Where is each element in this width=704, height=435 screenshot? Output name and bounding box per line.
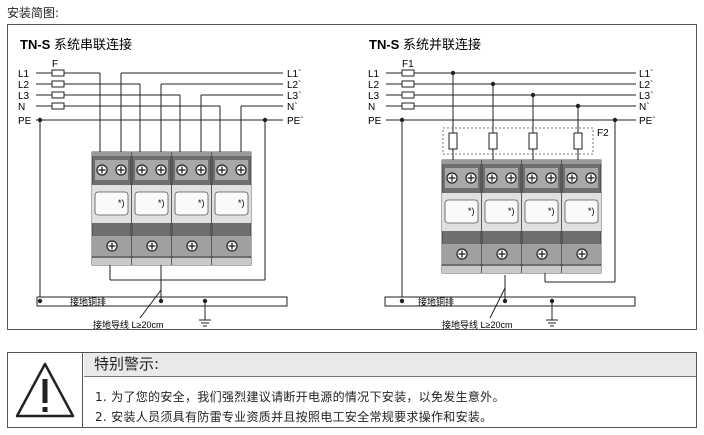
right-label-n-out: N` [639, 101, 650, 113]
right-junctions [399, 70, 618, 123]
warning-icon-cell [7, 352, 83, 428]
svg-text:*): *) [238, 198, 245, 208]
right-label-pe-out: PE` [639, 115, 656, 127]
svg-text:*): *) [508, 206, 515, 216]
left-fuses [51, 69, 65, 110]
right-wires [386, 72, 636, 300]
warning-line-1: 1. 为了您的安全，我们强烈建议请断开电源的情况下安装，以免发生意外。 [95, 390, 505, 404]
right-label-l3: L3 [368, 91, 380, 102]
left-label-l1: L1 [18, 69, 30, 80]
left-label-l3-out: L3` [287, 90, 301, 102]
left-label-n-out: N` [287, 101, 298, 113]
warning-title: 特别警示: [84, 353, 696, 377]
left-title: TN-S 系统串联连接 [20, 37, 132, 52]
left-label-pe-out: PE` [287, 115, 304, 127]
svg-text:*): *) [548, 206, 555, 216]
right-label-pe: PE [368, 116, 382, 127]
diagram-frame [7, 24, 697, 330]
right-busbar-label: 接地铜排 [418, 296, 454, 307]
parallel-connection-diagram: TN-S 系统并联连接 F1 L1 L2 L3 N PE L1` L2` L3`… [368, 37, 656, 330]
left-label-l2: L2 [18, 80, 30, 91]
warning-panel [7, 352, 697, 428]
left-busbar-label: 接地铜排 [70, 296, 106, 307]
right-title: TN-S 系统并联连接 [369, 37, 481, 52]
svg-text:*): *) [158, 198, 165, 208]
f2-fuse-group [442, 127, 594, 155]
svg-text:*): *) [468, 206, 475, 216]
f2-label: F2 [597, 128, 609, 139]
warning-triangle-icon [15, 362, 75, 418]
right-label-n: N [368, 102, 375, 113]
warning-line-2: 2. 安装人员须具有防雷专业资质并且按照电工安全常规要求操作和安装。 [95, 410, 493, 424]
left-label-pe: PE [18, 116, 32, 127]
right-label-l2: L2 [368, 80, 380, 91]
right-label-l1: L1 [368, 69, 380, 80]
left-spd-modules [92, 152, 251, 265]
right-spd-modules [442, 160, 601, 273]
right-module-marks: *) *) *) *) [468, 206, 595, 216]
left-label-n: N [18, 102, 25, 113]
svg-text:*): *) [118, 198, 125, 208]
right-fuse-label: F1 [402, 59, 414, 70]
svg-text:*): *) [198, 198, 205, 208]
diagram-heading: 安装简图: [7, 6, 60, 20]
right-ground-wire-label: 接地导线 L≥20cm [442, 319, 512, 330]
right-label-l1-out: L1` [639, 68, 653, 80]
series-connection-diagram: TN-S 系统串联连接 F L1 L2 L3 N PE L1` L2` L3` … [18, 37, 304, 330]
right-label-l2-out: L2` [639, 79, 653, 91]
left-wires [36, 72, 283, 300]
right-busbar [384, 296, 636, 307]
left-ground-wire-label: 接地导线 L≥20cm [93, 319, 163, 330]
left-module-marks: *) *) *) *) [118, 198, 245, 208]
wiring-diagram: TN-S 系统串联连接 F L1 L2 L3 N PE L1` L2` L3` … [18, 37, 656, 330]
right-label-l3-out: L3` [639, 90, 653, 102]
left-label-l2-out: L2` [287, 79, 301, 91]
svg-text:*): *) [588, 206, 595, 216]
right-fuses [401, 69, 415, 110]
left-label-l3: L3 [18, 91, 30, 102]
left-fuse-label: F [52, 59, 58, 70]
f2-fuses [448, 132, 583, 150]
left-label-l1-out: L1` [287, 68, 301, 80]
